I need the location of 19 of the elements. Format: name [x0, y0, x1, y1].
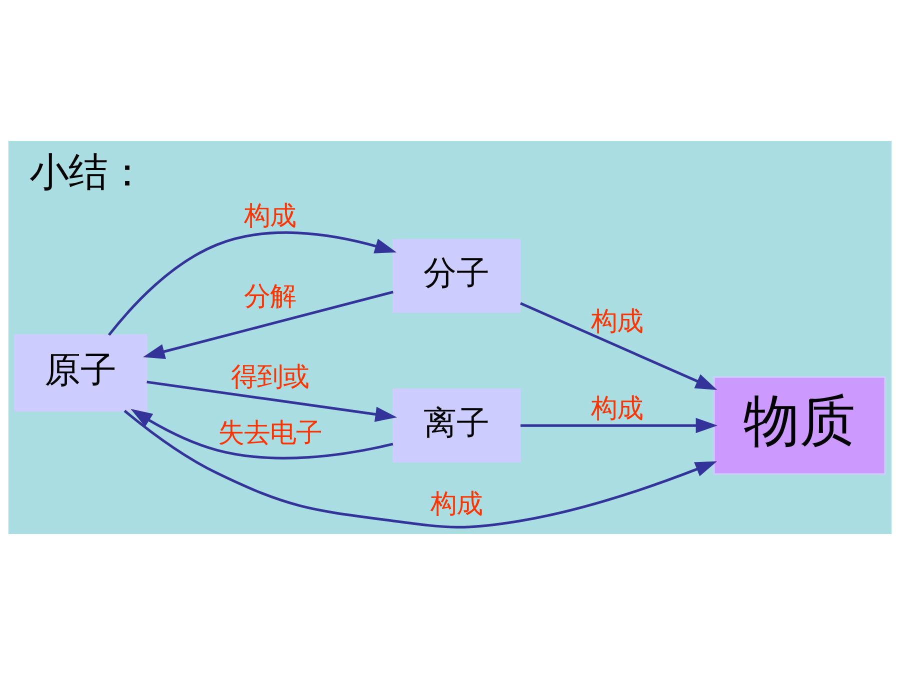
edge-label: 失去电子: [218, 418, 322, 449]
edge-label: 分解: [244, 282, 296, 312]
arrow: [146, 380, 398, 422]
arrow: [520, 302, 718, 390]
edge-label: 构成: [590, 394, 643, 424]
node-box: 分子: [392, 238, 521, 313]
edge-label: 构成: [430, 489, 483, 520]
arrow: [143, 290, 394, 359]
node-box: 原子: [14, 334, 148, 412]
edge-label: 构成: [244, 202, 296, 232]
arrow: [520, 418, 718, 434]
arrow: [108, 231, 397, 336]
edge-label: 得到或: [230, 362, 309, 393]
node-box: 离子: [392, 388, 521, 463]
diagram-title: 小结：: [30, 150, 147, 196]
node-box: 物质: [713, 376, 886, 475]
arrow: [124, 410, 718, 528]
edge-label: 构成: [590, 306, 643, 337]
arrow: [130, 408, 394, 460]
